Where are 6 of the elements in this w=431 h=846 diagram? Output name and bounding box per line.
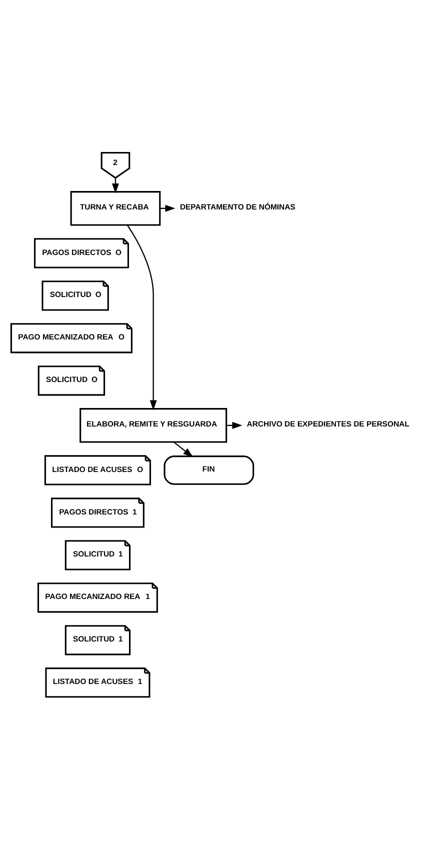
node-text: DEPARTAMENTO DE NÓMINAS xyxy=(180,202,296,212)
node-box: FIN xyxy=(164,455,254,484)
node-box: TURNA Y RECABA xyxy=(70,190,161,226)
node-box: ELABORA, REMITE Y RESGUARDA xyxy=(80,408,228,442)
node-text: ARCHIVO DE EXPEDIENTES DE PERSONAL xyxy=(246,419,410,428)
arrow xyxy=(173,441,194,457)
